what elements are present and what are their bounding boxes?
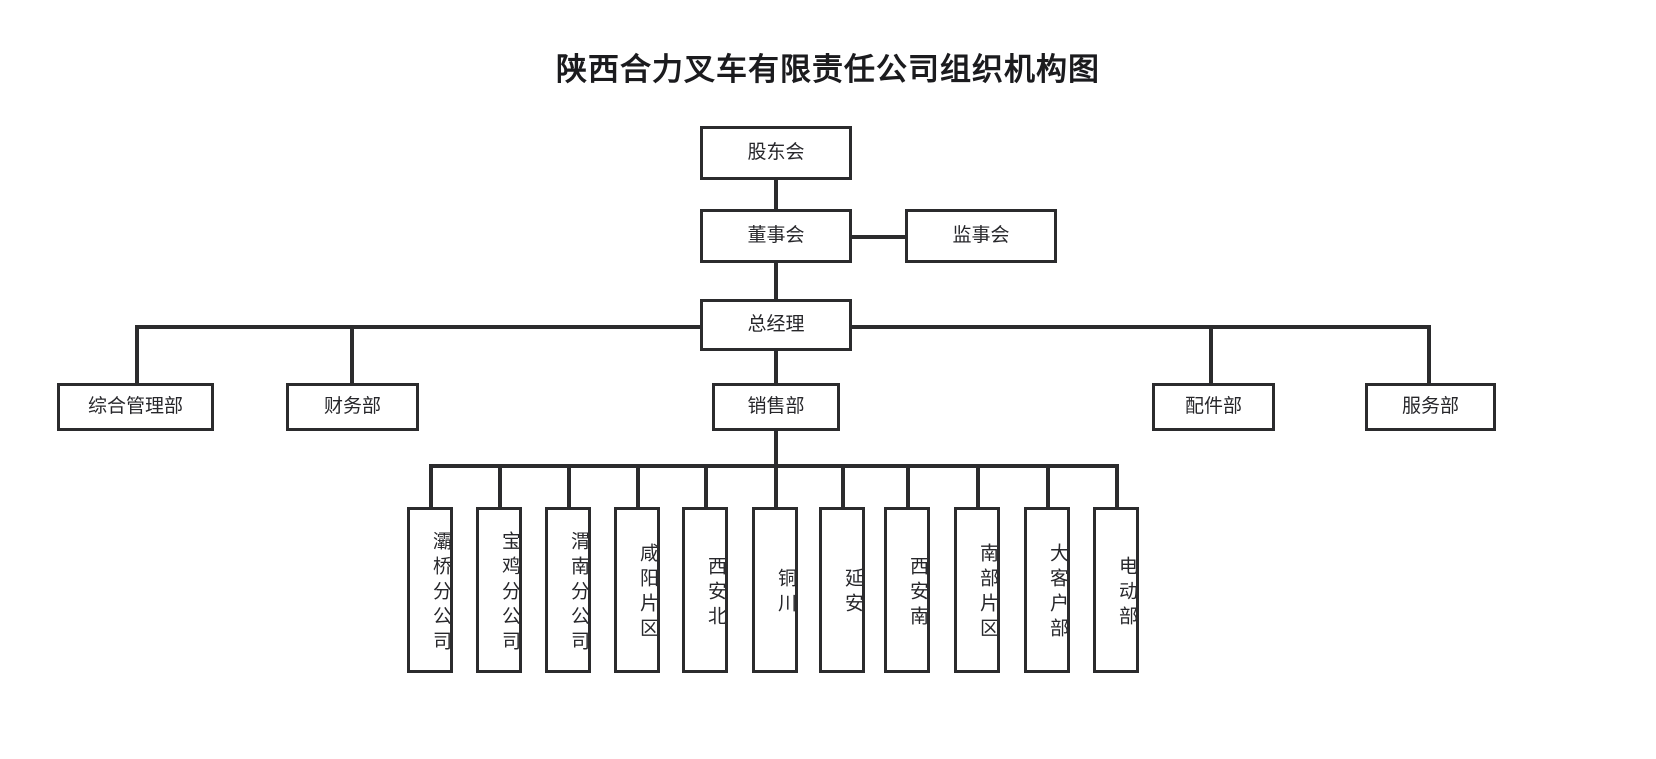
- connector-drop-unit-8: [906, 464, 910, 507]
- node-shareholders[interactable]: 股东会: [700, 126, 852, 180]
- connector-drop-finance: [350, 325, 354, 383]
- node-department-parts[interactable]: 配件部: [1152, 383, 1275, 431]
- connector-drop-unit-10: [1046, 464, 1050, 507]
- node-sales-unit-south-district[interactable]: 南部片区: [954, 507, 1000, 673]
- node-sales-unit-key-accounts[interactable]: 大客户部: [1024, 507, 1070, 673]
- node-department-comprehensive-management[interactable]: 综合管理部: [57, 383, 214, 431]
- connector-drop-unit-5: [704, 464, 708, 507]
- node-sales-unit-baoji-branch[interactable]: 宝鸡分公司: [476, 507, 522, 673]
- node-sales-unit-electric[interactable]: 电动部: [1093, 507, 1139, 673]
- connector-sales-to-bus: [774, 430, 778, 466]
- node-sales-unit-weinan-branch[interactable]: 渭南分公司: [545, 507, 591, 673]
- node-sales-unit-xian-north[interactable]: 西安北: [682, 507, 728, 673]
- node-general-manager[interactable]: 总经理: [700, 299, 852, 351]
- connector-board-gm: [774, 261, 778, 301]
- node-sales-unit-xianyang-district[interactable]: 咸阳片区: [614, 507, 660, 673]
- connector-drop-service: [1427, 325, 1431, 383]
- connector-drop-unit-3: [567, 464, 571, 507]
- connector-drop-unit-11: [1115, 464, 1119, 507]
- connector-drop-parts: [1209, 325, 1213, 383]
- connector-drop-unit-6: [774, 464, 778, 507]
- node-sales-unit-yanan[interactable]: 延安: [819, 507, 865, 673]
- connector-drop-unit-1: [429, 464, 433, 507]
- connector-drop-unit-9: [976, 464, 980, 507]
- connector-drop-admin: [135, 325, 139, 383]
- node-sales-unit-xian-south[interactable]: 西安南: [884, 507, 930, 673]
- connector-shareholders-board: [774, 178, 778, 212]
- page-title: 陕西合力叉车有限责任公司组织机构图: [556, 52, 1100, 87]
- node-sales-unit-baqiao-branch[interactable]: 灞桥分公司: [407, 507, 453, 673]
- connector-drop-unit-7: [841, 464, 845, 507]
- connector-drop-unit-4: [636, 464, 640, 507]
- node-department-finance[interactable]: 财务部: [286, 383, 419, 431]
- node-sales-unit-tongchuan[interactable]: 铜川: [752, 507, 798, 673]
- connector-board-supervisors: [851, 235, 907, 239]
- node-supervisors[interactable]: 监事会: [905, 209, 1057, 263]
- connector-drop-sales: [774, 348, 778, 383]
- node-department-service[interactable]: 服务部: [1365, 383, 1496, 431]
- node-board[interactable]: 董事会: [700, 209, 852, 263]
- node-department-sales[interactable]: 销售部: [712, 383, 840, 431]
- connector-drop-unit-2: [498, 464, 502, 507]
